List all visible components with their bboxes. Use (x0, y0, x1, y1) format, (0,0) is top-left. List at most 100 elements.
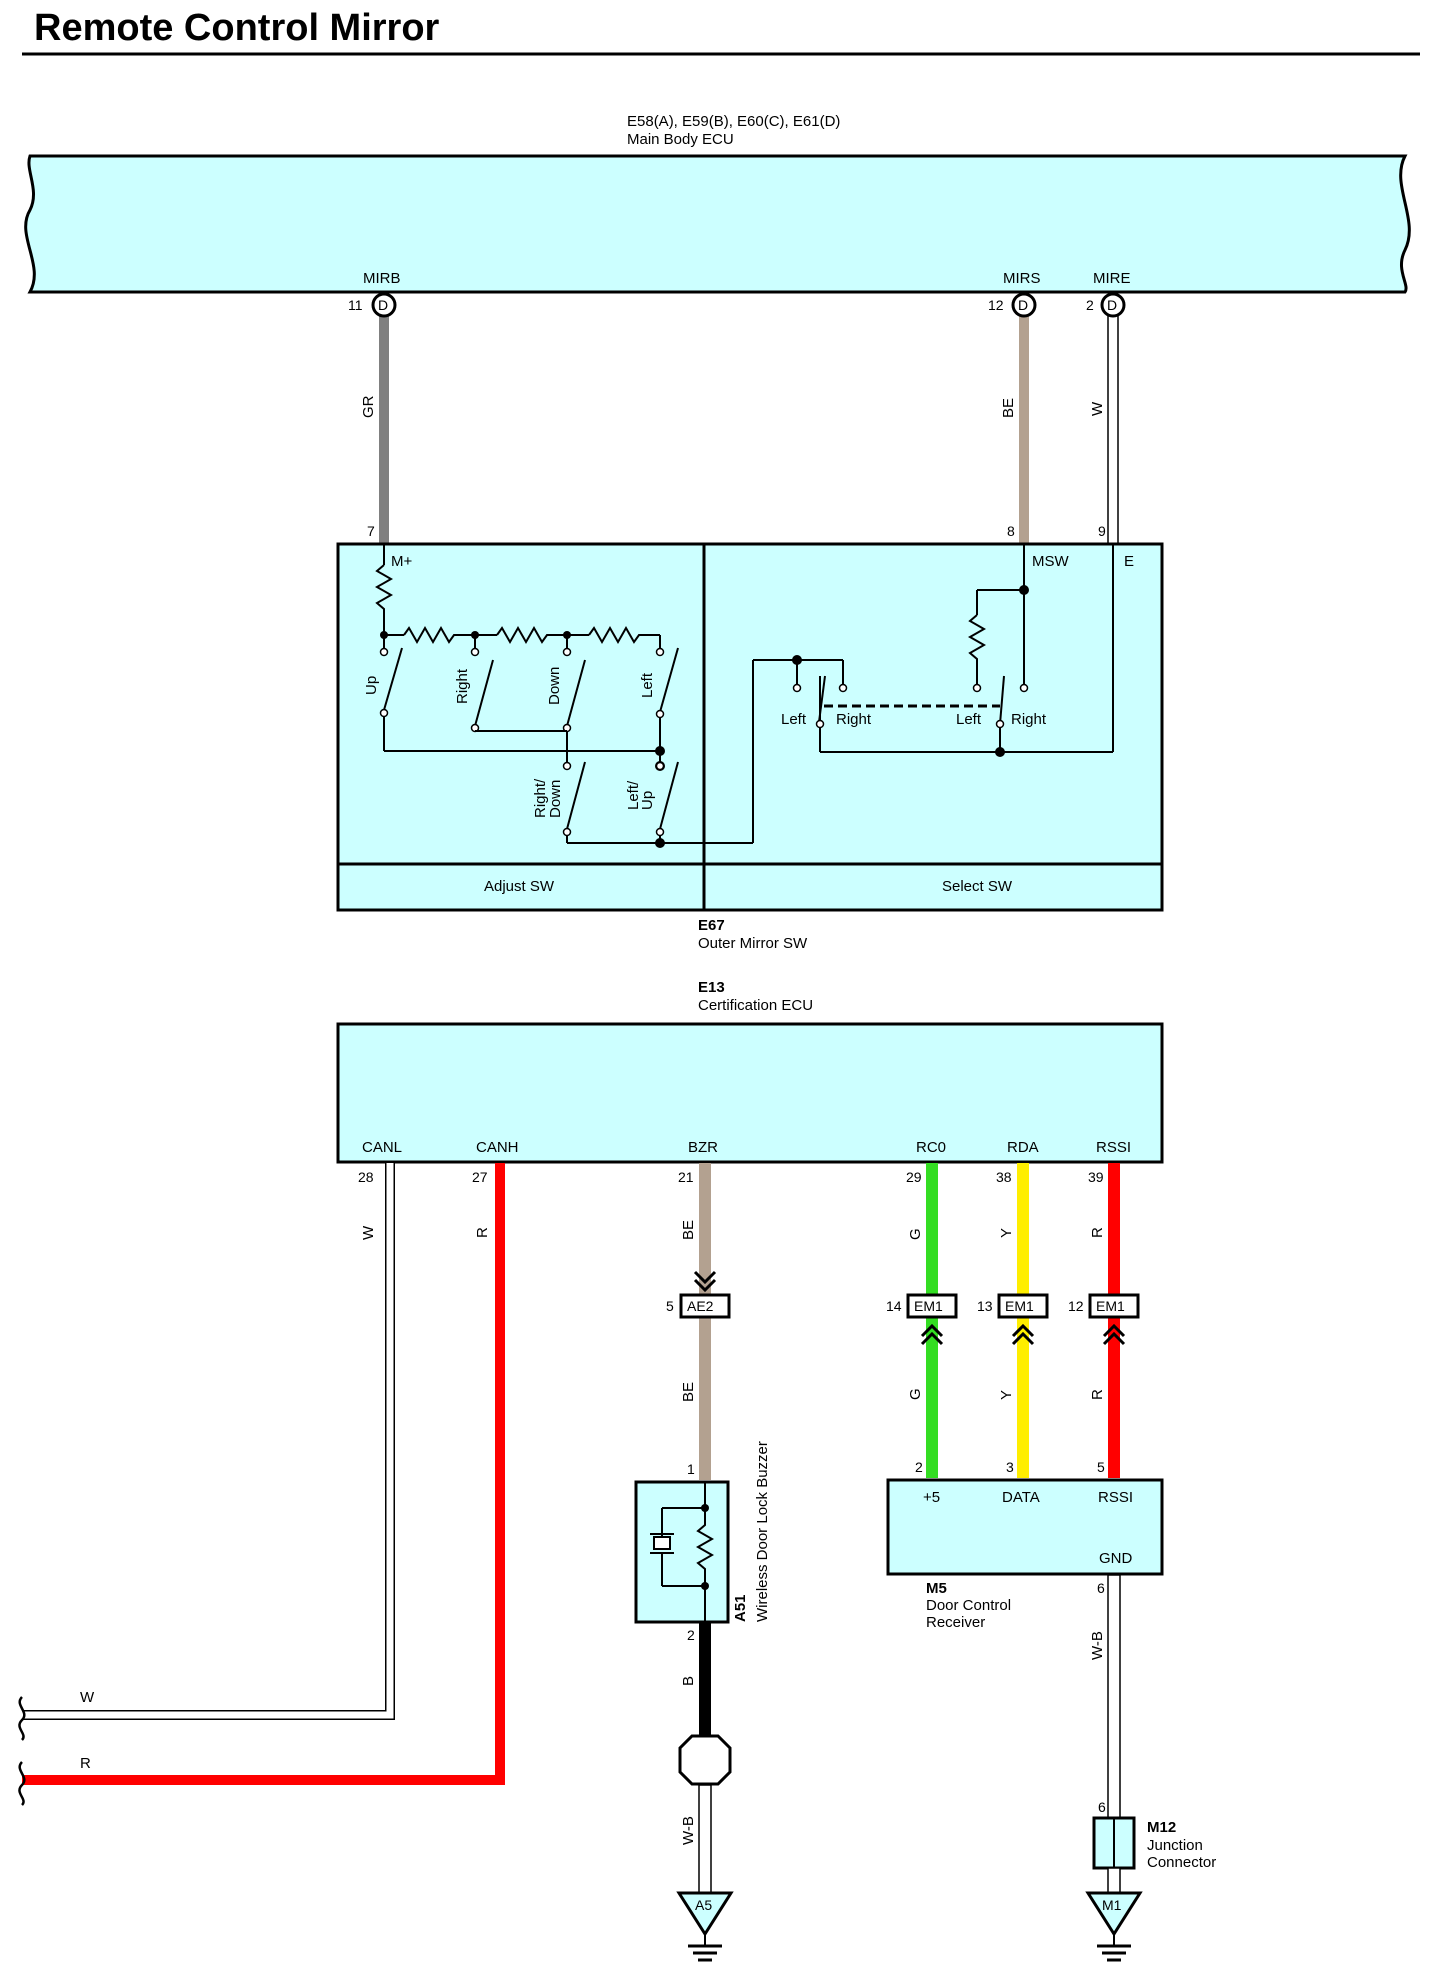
jc-name-2: Connector (1147, 1854, 1216, 1871)
wire-label-b: B (680, 1676, 697, 1686)
buzzer-pin-1: 1 (687, 1461, 695, 1477)
connector-d-icon: D (1011, 292, 1037, 318)
wire-label-rc0-1: G (907, 1228, 924, 1240)
wire-buzzer-b (699, 1623, 711, 1738)
main-ecu-box (24, 154, 1411, 294)
switch-label-down: Down (546, 667, 563, 705)
pin-27: 27 (472, 1169, 488, 1185)
wire-rssi (1108, 1163, 1120, 1478)
main-ecu-connectors: E58(A), E59(B), E60(C), E61(D) (627, 113, 840, 130)
select-label-left-1: Left (781, 711, 807, 728)
wire-label-be: BE (1000, 398, 1017, 418)
switch-label-right-down-2: Down (547, 780, 564, 818)
terminal-mirb: MIRB (363, 270, 401, 287)
svg-text:EM1: EM1 (1005, 1298, 1034, 1314)
svg-text:D: D (1018, 297, 1028, 313)
adjust-switch-circuit (374, 545, 797, 848)
wire-jc-ground (1107, 1867, 1121, 1894)
receiver-terminal-rssi: RSSI (1098, 1489, 1133, 1506)
ground-icon (676, 1891, 734, 1962)
wire-label-rc0-2: G (907, 1388, 924, 1400)
mirror-sw-name: Outer Mirror SW (698, 935, 808, 952)
junction-pin-13: 13 (977, 1298, 993, 1314)
junction-connector-em1-b: EM1 (997, 1293, 1049, 1346)
jc-name-1: Junction (1147, 1837, 1203, 1854)
buzzer-symbol (634, 1480, 730, 1624)
wire-canl (22, 1163, 394, 1719)
pin-28: 28 (358, 1169, 374, 1185)
select-switch-circuit (792, 545, 1114, 757)
receiver-terminal-data: DATA (1002, 1489, 1040, 1506)
terminal-mirs: MIRS (1003, 270, 1041, 287)
wire-receiver-wb (1107, 1574, 1121, 1819)
terminal-canl: CANL (362, 1139, 402, 1156)
page-title: Remote Control Mirror (34, 7, 440, 49)
terminal-m-plus: M+ (391, 553, 412, 570)
buzzer-pin-2: 2 (687, 1627, 695, 1643)
junction-connector-em1-c: EM1 (1088, 1293, 1140, 1346)
receiver-code: M5 (926, 1580, 947, 1597)
receiver-name-1: Door Control (926, 1597, 1011, 1614)
junction-pin-12: 12 (1068, 1298, 1084, 1314)
terminal-msw: MSW (1032, 553, 1070, 570)
buzzer-code: A51 (732, 1594, 749, 1622)
junction-connector-em1-a: EM1 (906, 1293, 958, 1346)
receiver-pin-5: 5 (1097, 1459, 1105, 1475)
bus-wire-label-w: W (80, 1689, 95, 1706)
pin-9: 9 (1098, 523, 1106, 539)
junction-connector-ae2: AE2 (679, 1270, 731, 1319)
splice-point-icon (678, 1734, 732, 1786)
switch-label-left-up-1: Left/ (625, 780, 642, 810)
select-label-right-1: Right (836, 711, 872, 728)
receiver-name-2: Receiver (926, 1614, 985, 1631)
connector-d-icon: D (1100, 292, 1126, 318)
wire-label-rssi-1: R (1089, 1227, 1106, 1238)
wire-label-rda-1: Y (998, 1228, 1015, 1238)
adjust-sw-label: Adjust SW (484, 878, 555, 895)
receiver-pin-6: 6 (1097, 1580, 1105, 1596)
svg-text:AE2: AE2 (687, 1298, 714, 1314)
ground-m1-label: M1 (1102, 1897, 1122, 1913)
wire-label-rda-2: Y (998, 1390, 1015, 1400)
switch-label-up: Up (363, 676, 380, 695)
svg-text:D: D (1107, 297, 1117, 313)
terminal-e: E (1124, 553, 1134, 570)
wire-bzr (699, 1163, 711, 1480)
wire-canh (22, 1163, 505, 1785)
wire-label-wb-1: W-B (680, 1816, 697, 1845)
pin-39: 39 (1088, 1169, 1104, 1185)
wire-rc0 (926, 1163, 938, 1478)
terminal-rc0: RC0 (916, 1139, 946, 1156)
svg-text:D: D (378, 297, 388, 313)
wire-break-icon (18, 1696, 26, 1741)
junction-pin-5: 5 (666, 1298, 674, 1314)
terminal-canh: CANH (476, 1139, 519, 1156)
wire-label-bzr-2: BE (680, 1382, 697, 1402)
mirror-sw-code: E67 (698, 917, 725, 934)
bus-wire-label-r: R (80, 1755, 91, 1772)
wire-be (1019, 305, 1029, 545)
buzzer-name: Wireless Door Lock Buzzer (754, 1441, 771, 1622)
wire-label-gr: GR (360, 395, 377, 418)
receiver-terminal-5v: +5 (923, 1489, 940, 1506)
junction-pin-14: 14 (886, 1298, 902, 1314)
pin-8: 8 (1007, 523, 1015, 539)
select-sw-label: Select SW (942, 878, 1013, 895)
jc-code: M12 (1147, 1819, 1176, 1836)
switch-label-right: Right (454, 668, 471, 704)
receiver-pin-3: 3 (1006, 1459, 1014, 1475)
svg-text:EM1: EM1 (914, 1298, 943, 1314)
ground-a5-label: A5 (695, 1897, 712, 1913)
switch-label-left: Left (639, 672, 656, 698)
switch-label-right-down-1: Right/ (532, 778, 549, 818)
wire-break-icon (18, 1761, 26, 1806)
pin-11: 11 (348, 297, 363, 313)
jc-pin-top: 6 (1098, 1799, 1106, 1815)
pin-12: 12 (988, 297, 1004, 313)
wire-label-wb-2: W-B (1089, 1631, 1106, 1660)
pin-21: 21 (678, 1169, 694, 1185)
wire-label-canl: W (360, 1225, 377, 1240)
main-ecu-name: Main Body ECU (627, 131, 734, 148)
cert-ecu-box (336, 1022, 1164, 1164)
